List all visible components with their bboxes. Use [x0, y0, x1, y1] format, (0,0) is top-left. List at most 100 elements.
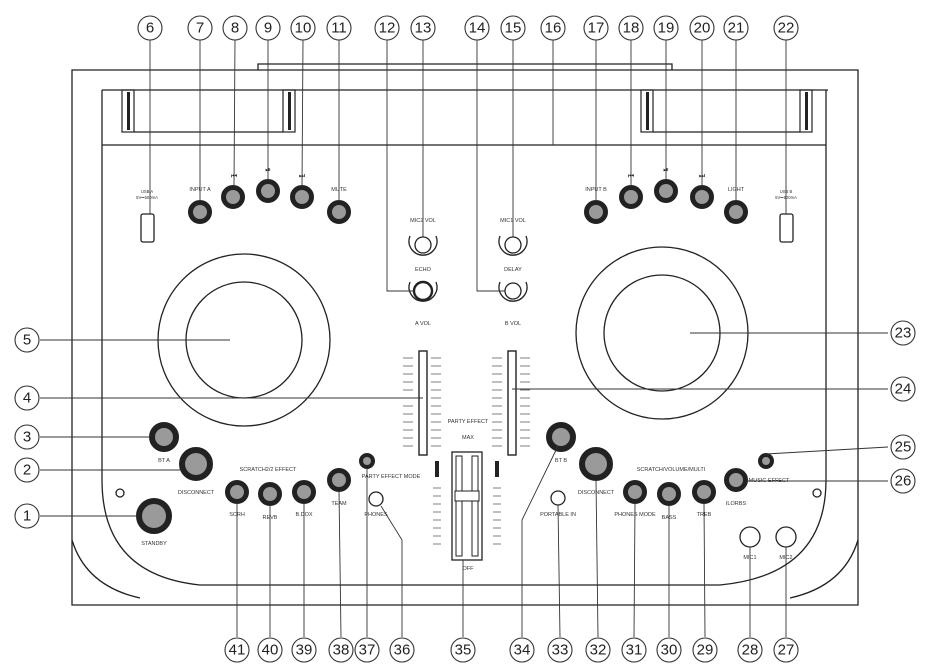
scratch2-effect-label: SCRATCH2/2 EFFECT — [240, 467, 297, 473]
callout-25: 25 — [895, 439, 912, 456]
next-icon-b: ⏭ — [699, 172, 706, 180]
callout-30: 30 — [661, 642, 678, 659]
mic2-vol-knob[interactable] — [414, 236, 432, 254]
scratch-volume-multi-label: SCRATCH/VOLUME/MULTI — [637, 467, 706, 473]
callout-19: 19 — [658, 20, 675, 37]
mic2-vol-label: MIC2 VOL — [410, 218, 436, 224]
party-effect-mode-label: PARTY EFFECT MODE — [362, 474, 421, 480]
mic2-label: MIC2 — [779, 555, 792, 561]
callout-12: 12 — [379, 20, 396, 37]
usb-port-b[interactable] — [779, 213, 794, 243]
disconnect-right-label: DISCONNECT — [578, 490, 615, 496]
ilorbs-label: ILORBS — [726, 501, 747, 507]
callout-11: 11 — [331, 20, 347, 37]
prev-icon-b: ⏮ — [628, 172, 634, 180]
next-icon-a: ⏭ — [299, 172, 306, 180]
usb-b-rating: 5V⎓500mA — [775, 195, 797, 200]
callout-10: 10 — [295, 20, 312, 37]
usb-a-label: USB A — [141, 189, 154, 194]
callout-39: 39 — [296, 642, 313, 659]
panel-labels: USB A 5V⎓500mA USB B 5V⎓500mA INPUT A MU… — [136, 166, 797, 572]
callout-32: 32 — [590, 642, 607, 659]
input-a-label: INPUT A — [189, 187, 211, 193]
callout-14: 14 — [469, 20, 486, 37]
callout-23: 23 — [895, 325, 912, 342]
leader-lines — [40, 39, 889, 638]
controller-body — [71, 63, 859, 606]
callouts-left — [14, 327, 40, 529]
treb-label: TREB — [697, 512, 712, 518]
phones-jack-left[interactable] — [368, 491, 384, 507]
party-effect-label: PARTY EFFECT — [448, 419, 489, 425]
callouts-top — [137, 15, 799, 41]
party-effect-slider[interactable] — [451, 451, 483, 561]
callout-7: 7 — [196, 20, 204, 37]
mute-label: MUTE — [331, 187, 347, 193]
callout-41: 41 — [229, 642, 246, 659]
b-dox-label: B.DOX — [295, 512, 312, 518]
mic1-vol-knob[interactable] — [504, 236, 522, 254]
callout-2: 2 — [23, 462, 31, 479]
callout-38: 38 — [333, 642, 350, 659]
echo-label: ECHO — [415, 267, 432, 273]
input-b-label: INPUT B — [585, 187, 607, 193]
mic1-vol-label: MIC1 VOL — [500, 218, 526, 224]
callout-31: 31 — [626, 642, 643, 659]
fader-b[interactable] — [507, 350, 517, 456]
light-label: LIGHT — [728, 187, 745, 193]
bt-a-label: BT A — [158, 458, 170, 464]
callout-24: 24 — [895, 381, 912, 398]
b-vol-label: B VOL — [505, 321, 521, 327]
callout-15: 15 — [505, 20, 522, 37]
callout-18: 18 — [623, 20, 640, 37]
usb-port-a[interactable] — [140, 213, 155, 243]
bt-b-label: BT B — [555, 458, 567, 464]
mic1-jack[interactable] — [739, 526, 761, 548]
status-led-left — [115, 488, 125, 498]
bass-label: BASS — [662, 515, 677, 521]
callout-34: 34 — [514, 642, 531, 659]
callouts-bottom — [224, 637, 799, 663]
usb-b-label: USB B — [780, 189, 793, 194]
team-label: TEAM — [331, 501, 347, 507]
fader-a[interactable] — [418, 350, 428, 456]
callout-27: 27 — [778, 642, 795, 659]
a-vol-label: A VOL — [415, 321, 431, 327]
callout-22: 22 — [778, 20, 795, 37]
prev-icon-a: ⏮ — [231, 172, 237, 180]
usb-a-rating: 5V⎓500mA — [136, 195, 158, 200]
callout-26: 26 — [895, 473, 912, 490]
callout-13: 13 — [415, 20, 432, 37]
callouts-right — [890, 320, 916, 494]
callout-4: 4 — [23, 390, 31, 407]
portable-in-label: PORTABLE IN — [540, 512, 576, 518]
mic2-jack[interactable] — [775, 526, 797, 548]
callout-40: 40 — [262, 642, 279, 659]
music-effect-label: MUSIC EFFECT — [749, 478, 790, 484]
display-strip — [121, 89, 813, 133]
callout-29: 29 — [697, 642, 714, 659]
disconnect-left-label: DISCONNECT — [178, 490, 215, 496]
echo-a-vol-knob[interactable] — [412, 280, 434, 302]
callout-20: 20 — [694, 20, 711, 37]
play-icon-a: ⏯ — [265, 166, 271, 174]
revb-label: REVB — [263, 515, 278, 521]
callout-21: 21 — [728, 20, 745, 37]
phones-left-label: PHONES — [364, 512, 388, 518]
portable-in-jack[interactable] — [550, 490, 566, 506]
callout-33: 33 — [552, 642, 569, 659]
callout-16: 16 — [545, 20, 562, 37]
callout-6: 6 — [146, 20, 154, 37]
callout-37: 37 — [359, 642, 376, 659]
callout-numbers: 6 7 8 9 10 11 12 13 14 15 16 17 18 19 20… — [23, 20, 912, 659]
delay-b-vol-knob[interactable] — [504, 282, 522, 300]
standby-label: STANDBY — [141, 541, 167, 547]
callout-5: 5 — [23, 332, 31, 349]
callout-8: 8 — [231, 20, 239, 37]
callout-17: 17 — [588, 20, 605, 37]
max-label: MAX — [462, 435, 474, 441]
mic1-label: MIC1 — [743, 555, 756, 561]
callout-1: 1 — [23, 508, 31, 525]
status-led-right — [812, 488, 822, 498]
